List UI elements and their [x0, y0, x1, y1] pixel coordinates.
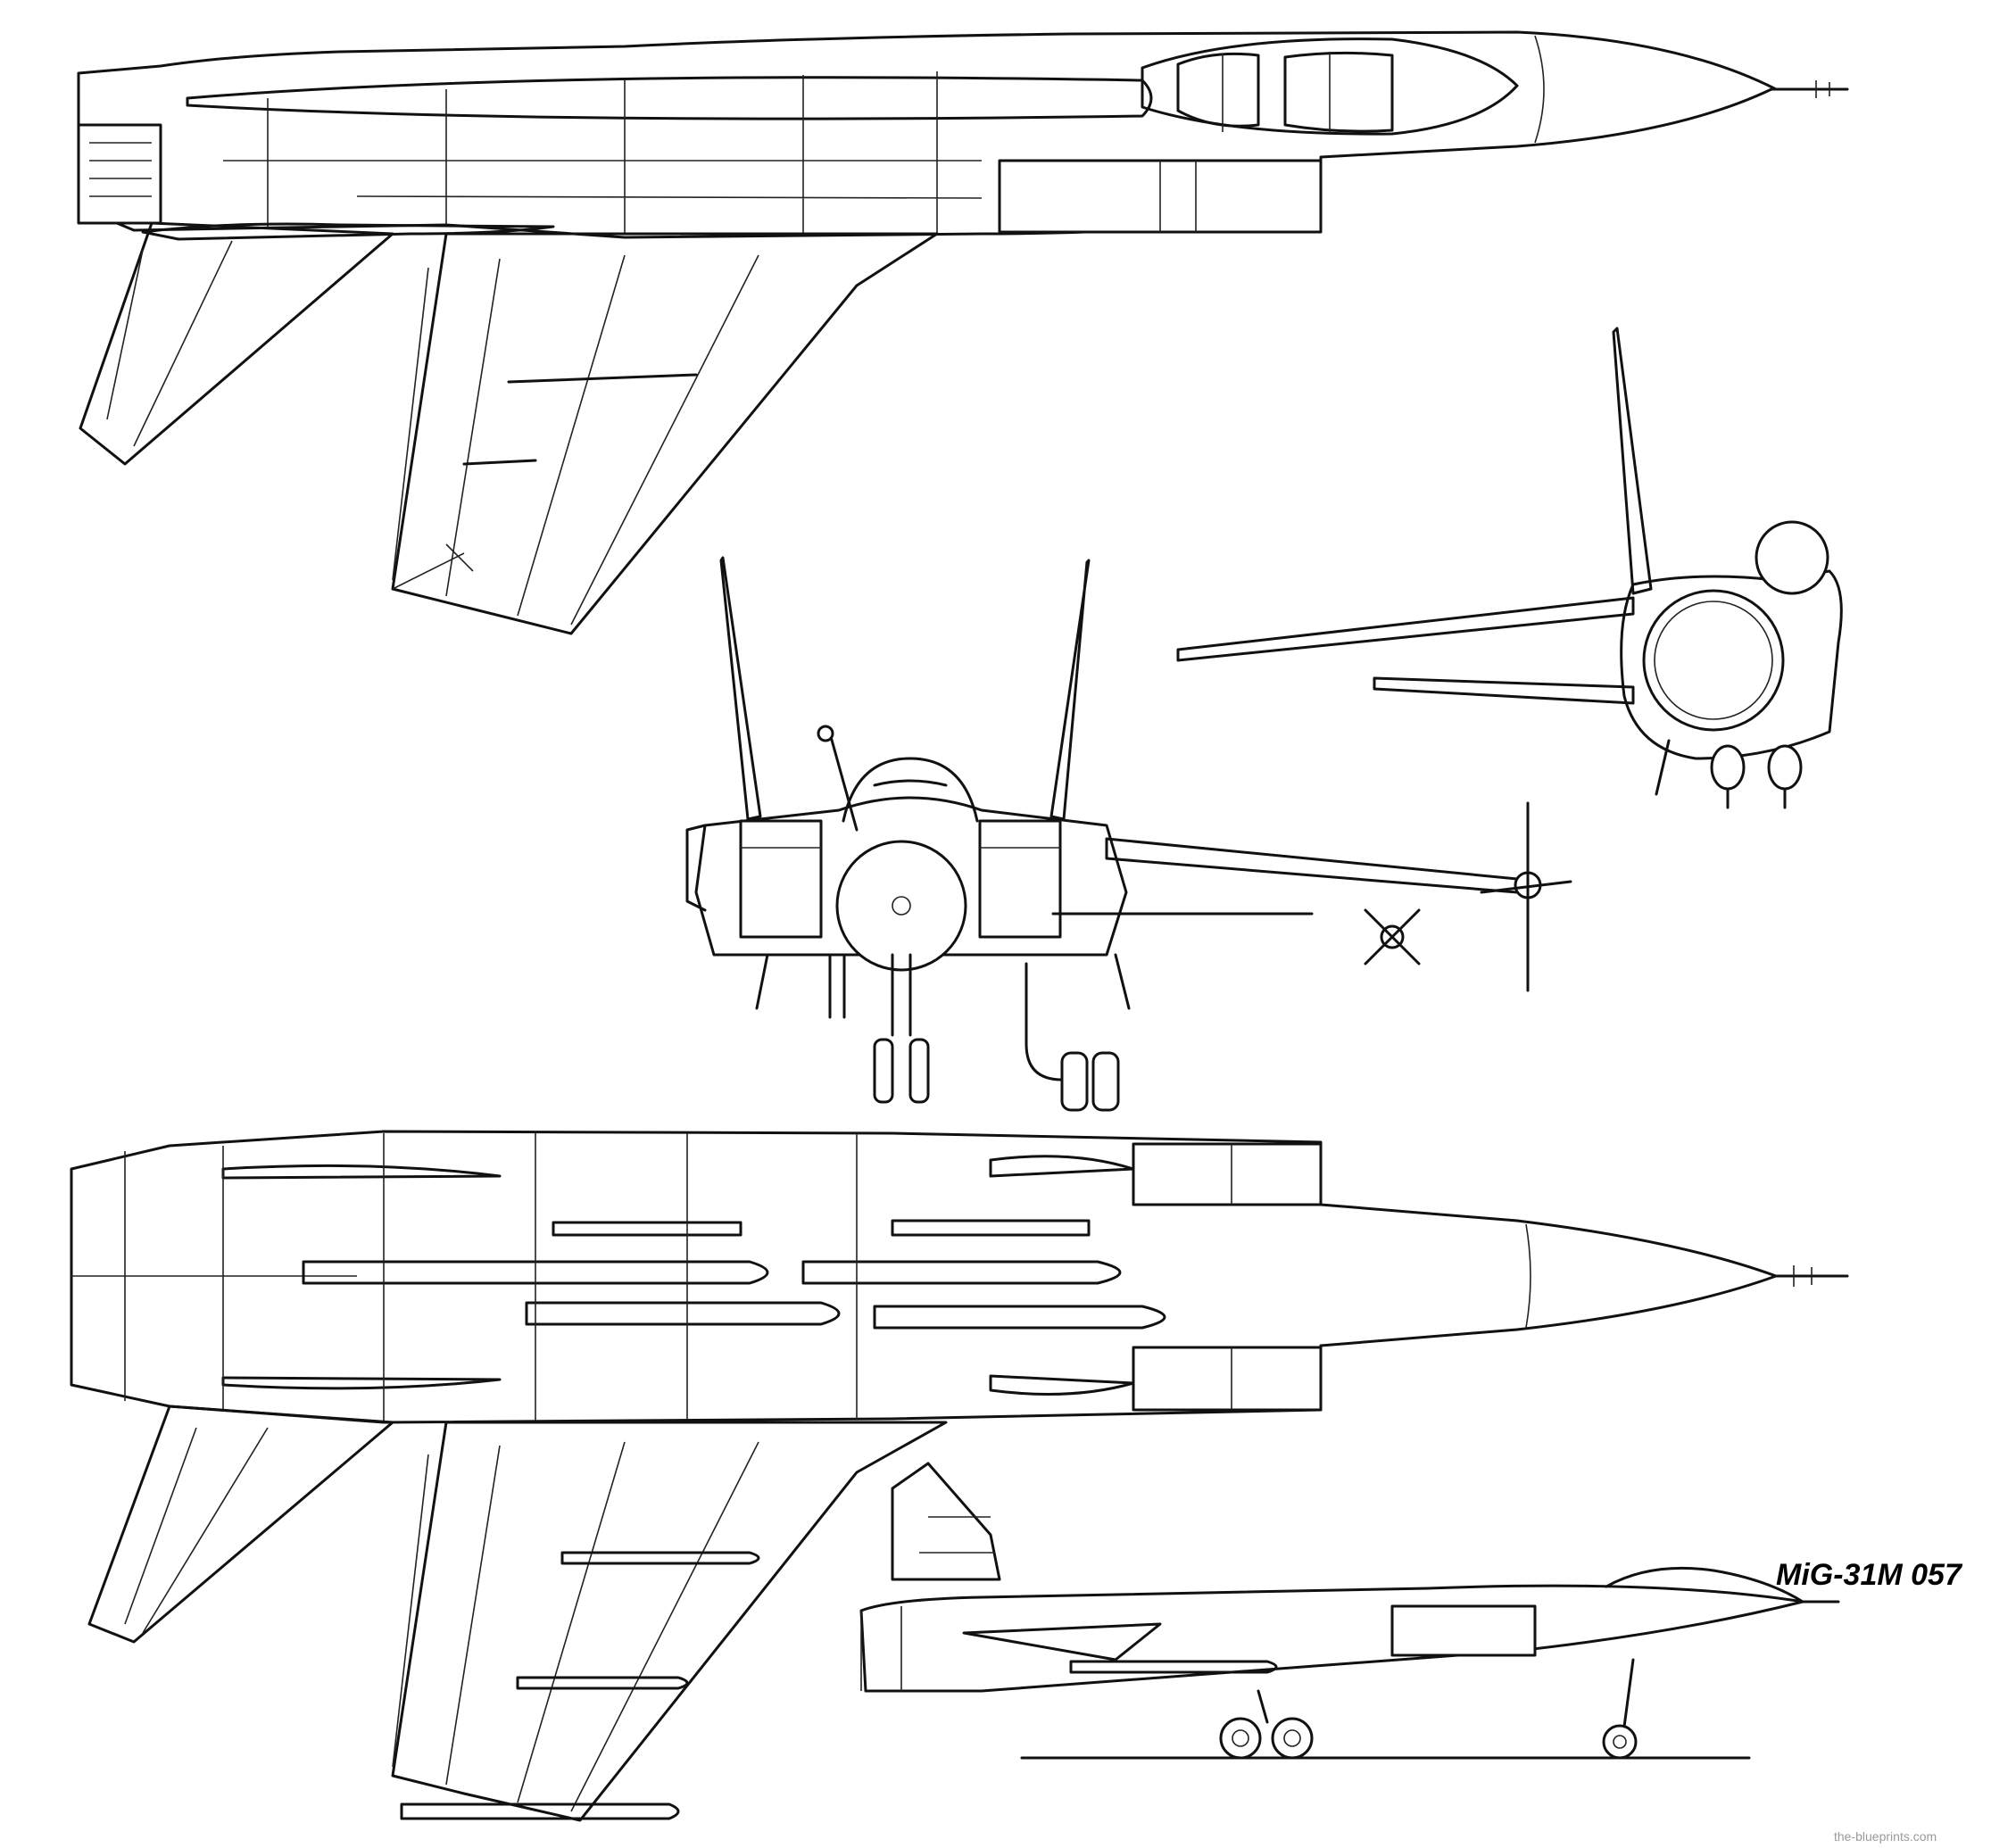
drawing-credit: the-blueprints.com — [1834, 1829, 1937, 1844]
rear-view — [1176, 327, 1843, 809]
front-view — [685, 556, 1572, 1112]
bottom-view — [70, 1130, 1849, 1822]
top-view — [77, 30, 1849, 635]
side-view — [859, 1462, 1840, 1760]
drawing-title: MiG-31M 057 — [1776, 1558, 1962, 1592]
